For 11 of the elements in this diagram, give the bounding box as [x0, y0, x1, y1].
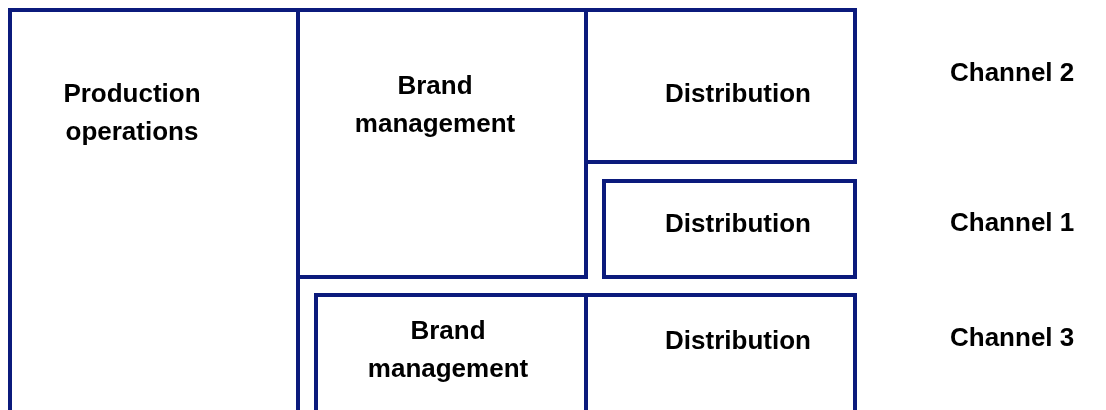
- block-label: Distribution: [664, 77, 812, 110]
- channel-label: Channel 1: [950, 206, 1075, 238]
- block-label: Production operations: [62, 77, 202, 148]
- block-label: Brand management: [353, 69, 517, 140]
- block-label: Distribution: [664, 207, 812, 240]
- block-label: Brand management: [366, 314, 530, 385]
- block-box: [8, 8, 300, 410]
- channel-label: Channel 2: [950, 56, 1075, 88]
- block-label: Distribution: [664, 324, 812, 357]
- block-box: [602, 179, 857, 279]
- channel-label: Channel 3: [950, 321, 1075, 353]
